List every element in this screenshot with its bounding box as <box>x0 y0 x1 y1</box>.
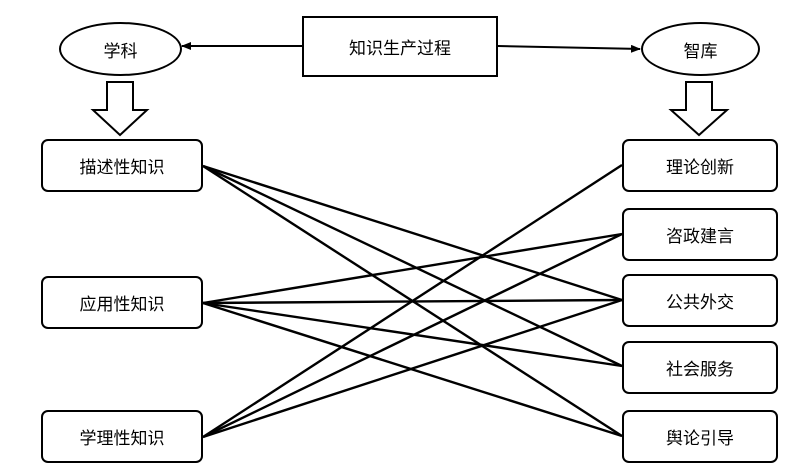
connection-line <box>202 232 623 439</box>
public-opinion-guidance-box: 舆论引导 <box>622 410 778 463</box>
connection-line <box>202 232 623 305</box>
function-label: 理论创新 <box>666 158 734 178</box>
applied-knowledge-box: 应用性知识 <box>41 276 203 329</box>
function-label: 社会服务 <box>666 360 734 380</box>
connection-line <box>202 163 623 439</box>
thinktank-ellipse: 智库 <box>641 22 760 76</box>
process-label: 知识生产过程 <box>349 39 451 59</box>
discipline-label: 学科 <box>103 41 138 62</box>
discipline-ellipse: 学科 <box>59 22 182 76</box>
hollow-down-arrow-left <box>90 81 150 137</box>
knowledge-label: 学理性知识 <box>79 429 165 449</box>
connection-lines <box>202 163 623 439</box>
descriptive-knowledge-box: 描述性知识 <box>41 139 203 192</box>
function-label: 舆论引导 <box>666 429 734 449</box>
policy-advice-box: 咨政建言 <box>622 208 778 261</box>
function-label: 咨政建言 <box>666 227 734 247</box>
knowledge-label: 应用性知识 <box>79 295 165 315</box>
theoretical-knowledge-box: 学理性知识 <box>41 410 203 463</box>
knowledge-label: 描述性知识 <box>79 158 165 178</box>
theory-innovation-box: 理论创新 <box>622 139 778 192</box>
connection-line <box>202 164 623 302</box>
thinktank-label: 智库 <box>683 41 718 62</box>
arrow-to-thinktank <box>497 44 641 53</box>
hollow-down-arrow-right <box>668 81 730 137</box>
social-service-box: 社会服务 <box>622 341 778 394</box>
connection-line <box>202 298 623 439</box>
function-label: 公共外交 <box>666 293 734 313</box>
public-diplomacy-box: 公共外交 <box>622 274 778 327</box>
knowledge-production-process-box: 知识生产过程 <box>302 16 498 77</box>
connection-line <box>202 164 623 368</box>
